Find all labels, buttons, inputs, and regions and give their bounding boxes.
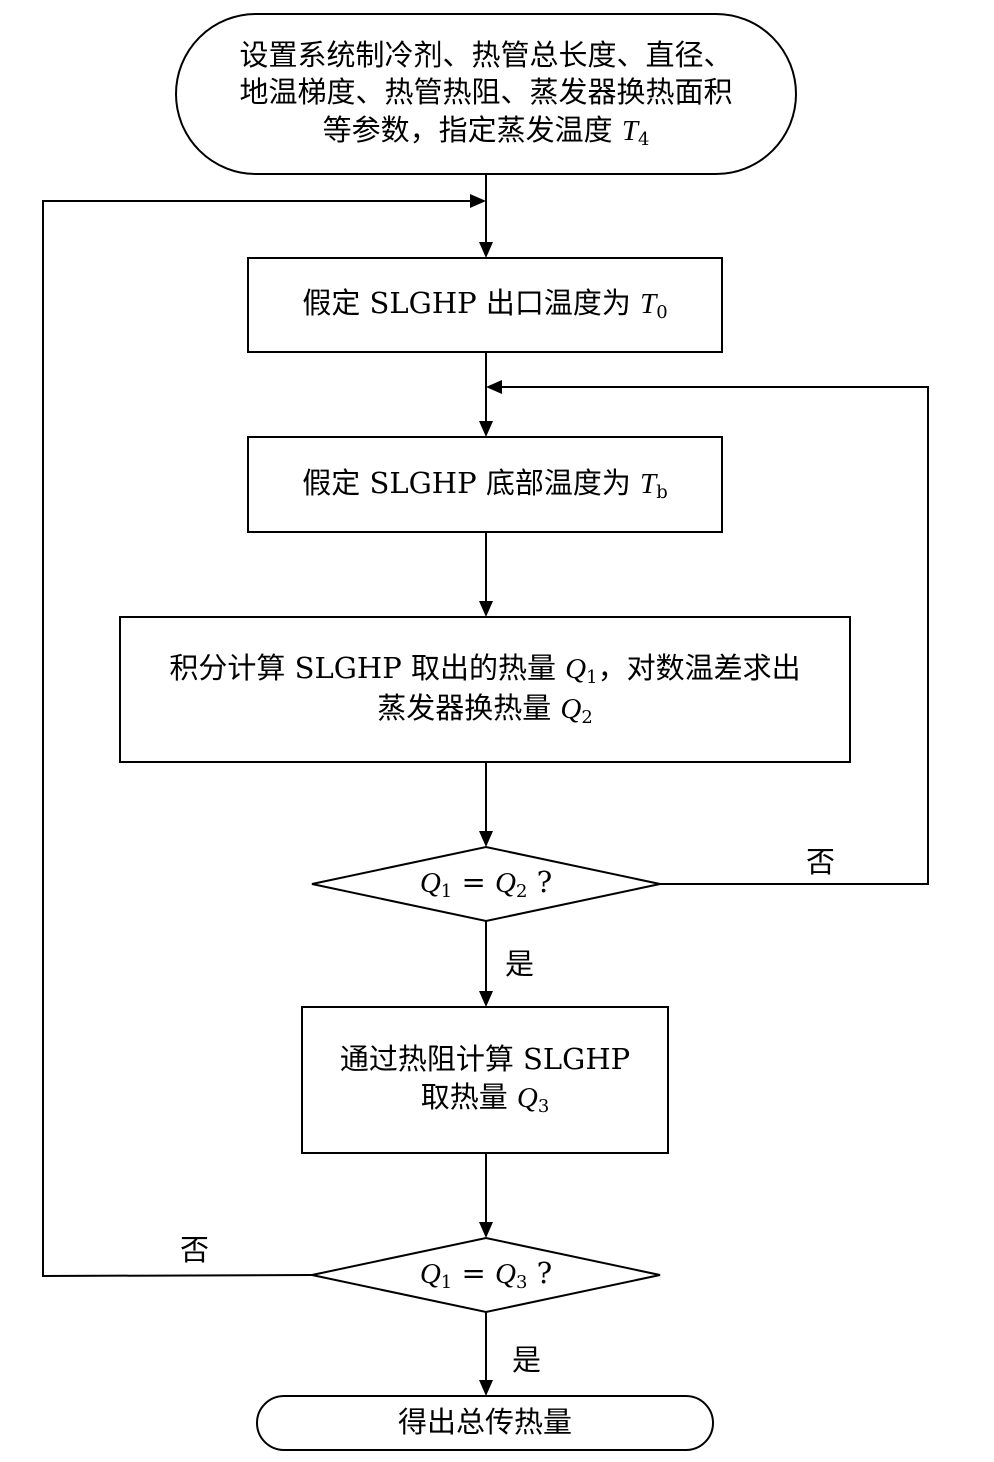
assume-outlet-node-shape — [247, 257, 723, 353]
assume-bottom-label: 假定 SLGHP 底部温度为 Tb — [248, 437, 722, 532]
integrate-line1-text: 积分计算 SLGHP 取出的热量 — [169, 651, 566, 686]
arrowhead-thermal-resistance — [479, 991, 493, 1007]
decision1-operator: = — [452, 865, 495, 900]
end-node-shape — [256, 1395, 714, 1451]
decision2-sub-b: 3 — [515, 1272, 528, 1294]
decision2-operator: = — [452, 1256, 495, 1291]
decision2-label: Q1 = Q3 ? — [380, 1253, 592, 1297]
edge-decision1-no-loop — [502, 386, 929, 885]
integrate-label: 积分计算 SLGHP 取出的热量 Q1，对数温差求出 蒸发器换热量 Q2 — [120, 617, 850, 762]
start-variable-subscript: 4 — [637, 129, 650, 151]
assume-outlet-variable: T — [640, 288, 657, 321]
integrate-line1-tail: ，对数温差求出 — [597, 651, 801, 686]
arrowhead-bottom — [479, 421, 493, 437]
start-line-2: 地温梯度、热管热阻、蒸发器换热面积 — [239, 75, 733, 110]
integrate-line1-variable: Q — [565, 653, 587, 686]
decision1-var-a: Q — [419, 867, 441, 900]
decision1-yes-label: 是 — [505, 947, 535, 981]
integrate-line1-subscript: 1 — [586, 667, 598, 689]
thermal-resistance-subscript: 3 — [537, 1096, 550, 1118]
thermal-resistance-line1: 通过热阻计算 SLGHP — [339, 1042, 631, 1077]
arrowhead-outlet — [479, 242, 493, 258]
start-line-3: 等参数，指定蒸发温度 T4 — [239, 112, 732, 151]
assume-outlet-subscript: 0 — [656, 302, 668, 324]
end-node-text: 得出总传热量 — [397, 1405, 572, 1440]
integrate-line2-variable: Q — [560, 692, 582, 725]
decision2-var-a: Q — [419, 1258, 441, 1291]
assume-bottom-subscript: b — [656, 481, 668, 503]
thermal-resistance-label: 通过热阻计算 SLGHP 取热量 Q3 — [302, 1007, 668, 1153]
start-line-1: 设置系统制冷剂、热管总长度、直径、 — [239, 37, 733, 72]
decision2-question: ? — [527, 1256, 553, 1291]
decision2-var-b: Q — [494, 1258, 516, 1291]
decision2-yes-label: 是 — [512, 1343, 542, 1377]
integrate-line2-text: 蒸发器换热量 — [377, 690, 561, 725]
assume-outlet-label: 假定 SLGHP 出口温度为 T0 — [248, 258, 722, 352]
arrowhead-decision2 — [479, 1222, 493, 1238]
decision1-question: ? — [527, 865, 553, 900]
start-variable: T — [621, 114, 638, 147]
decision1-sub-a: 1 — [440, 881, 453, 903]
arrowhead-loop1 — [486, 380, 502, 394]
assume-bottom-variable: T — [640, 467, 657, 500]
arrowhead-end — [479, 1380, 493, 1396]
thermal-resistance-line2-text: 取热量 — [420, 1080, 517, 1115]
assume-bottom-text: 假定 SLGHP 底部温度为 — [302, 465, 641, 500]
decision2-sub-a: 1 — [440, 1272, 453, 1294]
decision1-label: Q1 = Q2 ? — [380, 862, 592, 906]
arrowhead-loop2 — [470, 194, 486, 208]
decision1-sub-b: 2 — [515, 881, 528, 903]
assume-outlet-text: 假定 SLGHP 出口温度为 — [302, 286, 641, 321]
decision2-node-shape — [311, 1236, 661, 1314]
integrate-node-shape — [119, 616, 851, 763]
start-node-label: 设置系统制冷剂、热管总长度、直径、 地温梯度、热管热阻、蒸发器换热面积 等参数，… — [190, 26, 782, 162]
edge-decision2-no-loop — [42, 200, 470, 1278]
decision1-no-label: 否 — [806, 845, 836, 879]
decision1-var-b: Q — [494, 867, 516, 900]
start-line-3-text: 等参数，指定蒸发温度 — [322, 112, 622, 147]
assume-bottom-node-shape — [247, 436, 723, 533]
end-node-label: 得出总传热量 — [257, 1396, 713, 1450]
thermal-resistance-variable: Q — [516, 1082, 538, 1115]
arrowhead-integrate — [479, 601, 493, 617]
decision2-no-label: 否 — [180, 1233, 210, 1267]
arrowhead-decision1 — [479, 831, 493, 847]
integrate-line2-subscript: 2 — [581, 706, 593, 728]
